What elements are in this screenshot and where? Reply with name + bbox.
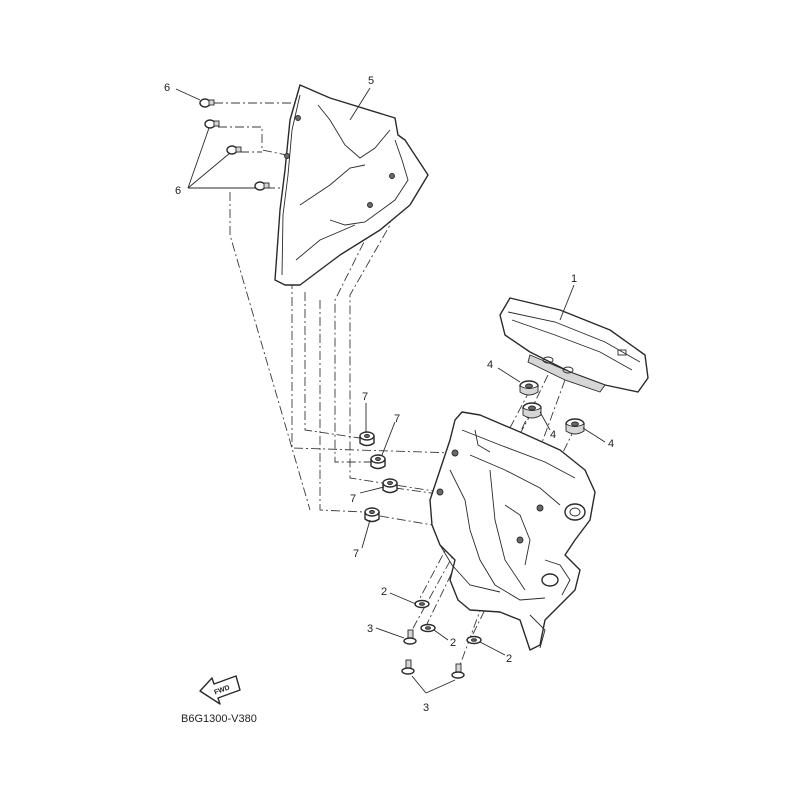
callout-7-d: 7: [353, 548, 359, 560]
collar-7-c: [382, 478, 398, 494]
washer-2-b: [420, 623, 436, 633]
bolt-3-b: [401, 659, 415, 675]
callout-labels: 1 5 6 6 4 4 4 7 7 7 7 2 2 2 3 3: [164, 75, 614, 714]
bolt-part-3: [401, 629, 465, 679]
callout-2-c: 2: [506, 653, 512, 665]
grommet-4-c: [565, 418, 585, 435]
meter-bracket: [429, 411, 596, 651]
collar-7-d: [364, 507, 380, 523]
meter-assembly-part-1: [499, 297, 649, 393]
grommet-part-4: [519, 380, 585, 435]
forward-arrow-icon: FWD: [199, 675, 241, 705]
screw-6-c: [226, 145, 242, 155]
washer-2-a: [414, 599, 430, 609]
grommet-4-a: [519, 380, 539, 396]
grommet-4-b: [522, 402, 542, 419]
screw-6-a: [199, 98, 215, 108]
callout-3-a: 3: [367, 623, 373, 635]
callout-4-b: 4: [550, 429, 556, 441]
washer-2-c: [466, 635, 482, 645]
callout-3-b: 3: [423, 702, 429, 714]
callout-6-top: 6: [164, 82, 170, 94]
screw-6-b: [204, 119, 220, 129]
meter-cover-part-5: [274, 84, 429, 286]
callout-6-bottom: 6: [175, 185, 181, 197]
screw-part-6: [199, 98, 270, 191]
callout-4-c: 4: [608, 438, 614, 450]
collar-7-b: [370, 454, 386, 470]
callout-5: 5: [368, 75, 374, 87]
screw-6-d: [254, 181, 270, 191]
collar-part-7: [359, 431, 398, 523]
callout-7-b: 7: [394, 413, 400, 425]
leader-lines: [175, 87, 606, 694]
callout-2-a: 2: [381, 586, 387, 598]
callout-2-b: 2: [450, 637, 456, 649]
bolt-3-a: [403, 629, 417, 645]
diagram-code: B6G1300-V380: [181, 713, 257, 725]
bolt-3-c: [451, 663, 465, 679]
callout-7-a: 7: [362, 391, 368, 403]
callout-1: 1: [571, 273, 577, 285]
callout-7-c: 7: [350, 493, 356, 505]
callout-4-a: 4: [487, 359, 493, 371]
collar-7-a: [359, 431, 375, 447]
